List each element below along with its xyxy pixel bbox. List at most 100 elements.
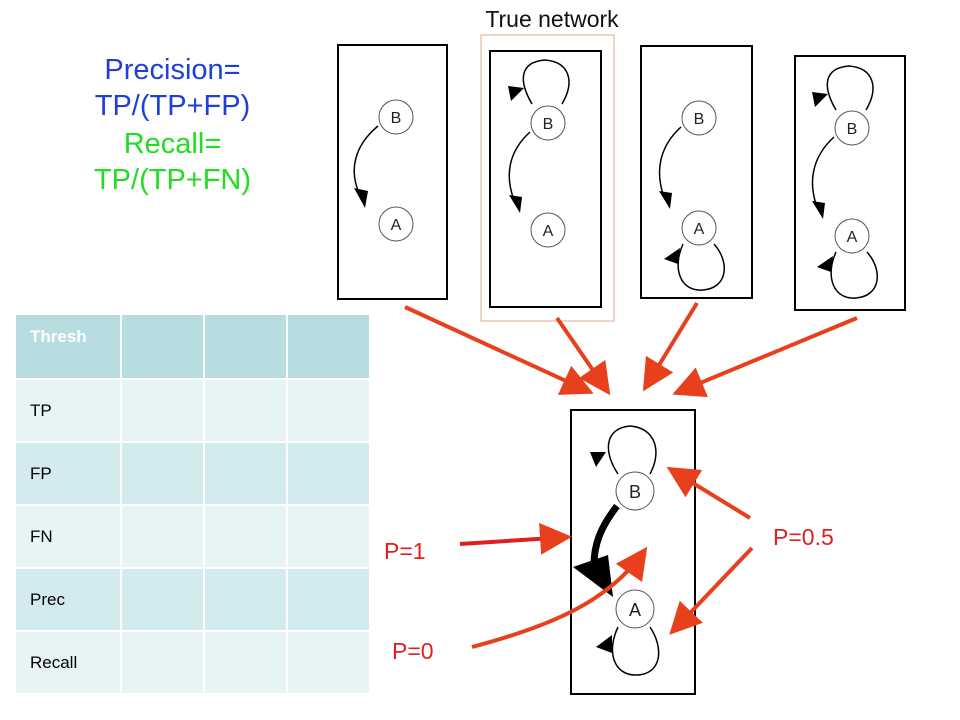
- node-b-label: B: [847, 121, 858, 138]
- table-cell: [203, 630, 288, 695]
- network-box: [570, 409, 696, 695]
- table-cell: [120, 378, 205, 443]
- edge-arrowhead: [659, 191, 672, 209]
- node-b: [530, 105, 566, 141]
- header-thresh: Thresh: [14, 313, 122, 380]
- self-loop-arrowhead: [508, 86, 524, 101]
- table-cell: [203, 378, 288, 443]
- table-cell: [286, 313, 371, 380]
- table-row: FP: [14, 441, 371, 506]
- arrow-p1: [459, 522, 572, 555]
- self-loop-b: [826, 65, 874, 111]
- table-cell: [286, 567, 371, 632]
- edge-b-a: [508, 131, 531, 201]
- node-a: [615, 589, 655, 629]
- edge-b-a: [353, 125, 379, 196]
- node-b: [834, 110, 870, 146]
- red-arrows: [404, 301, 858, 649]
- network-1: B A: [337, 44, 448, 300]
- network-3: B A: [640, 45, 753, 299]
- node-b-label: B: [694, 111, 705, 128]
- table-cell: [120, 630, 205, 695]
- table-row: Prec: [14, 567, 371, 632]
- recall-line-2: TP/(TP+FN): [93, 164, 252, 196]
- node-b-label: B: [543, 116, 554, 133]
- table-cell: [286, 504, 371, 569]
- recall-line-1: Recall=: [123, 128, 222, 160]
- arrow-net2-to-consensus: [555, 316, 611, 396]
- node-a-label: A: [629, 600, 641, 620]
- self-loop-arrowhead: [596, 635, 612, 653]
- edge-arrowhead: [812, 201, 825, 219]
- precision-formula: Precision= TP/(TP+FP): [60, 52, 285, 124]
- row-label-tp: TP: [14, 378, 122, 443]
- self-loop-arrowhead: [590, 452, 606, 467]
- arrow-p05-to-b: [666, 466, 752, 520]
- network-4: B A: [794, 55, 906, 311]
- row-label-fp: FP: [14, 441, 122, 506]
- network-box: [640, 45, 753, 299]
- self-loop-a: [611, 626, 660, 676]
- edge-b-a: [658, 126, 682, 198]
- table-cell: [286, 441, 371, 506]
- table-cell: [286, 378, 371, 443]
- node-a: [681, 210, 717, 246]
- node-a: [834, 218, 870, 254]
- p1-label: P=1: [384, 538, 426, 564]
- node-b: [378, 99, 414, 135]
- consensus-network: B A: [570, 409, 696, 695]
- node-b: [615, 471, 655, 511]
- row-label-fn: FN: [14, 504, 122, 569]
- table-cell: [286, 630, 371, 695]
- network-box: [794, 55, 906, 311]
- node-a-label: A: [391, 217, 402, 234]
- edge-b-a: [811, 136, 835, 208]
- self-loop-arrowhead: [812, 92, 828, 107]
- node-a: [530, 212, 566, 248]
- arrow-p0: [471, 546, 648, 649]
- recall-formula: Recall= TP/(TP+FN): [60, 126, 285, 198]
- table-cell: [203, 441, 288, 506]
- table-cell: [120, 567, 205, 632]
- node-a: [378, 206, 414, 242]
- self-loop-arrowhead: [817, 256, 833, 272]
- table-cell: [120, 313, 205, 380]
- self-loop-a: [677, 243, 725, 291]
- arrow-p05-to-a: [669, 546, 754, 635]
- arrow-net3-to-consensus: [642, 301, 699, 392]
- precision-line-2: TP/(TP+FP): [94, 90, 251, 122]
- true-network-label: True network: [485, 6, 619, 32]
- row-label-recall: Recall: [14, 630, 122, 695]
- self-loop-b: [522, 59, 570, 105]
- arrow-net1-to-consensus: [404, 305, 594, 395]
- p0-label: P=0: [392, 638, 434, 664]
- p05-label: P=0.5: [773, 524, 834, 550]
- true-network-highlight: [480, 34, 615, 322]
- table-row: TP: [14, 378, 371, 443]
- table-cell: [203, 567, 288, 632]
- node-a-label: A: [694, 221, 705, 238]
- node-a-label: A: [847, 229, 858, 246]
- node-b-label: B: [629, 482, 641, 502]
- table-cell: [203, 313, 288, 380]
- network-2: B A: [489, 50, 602, 308]
- table-cell: [120, 441, 205, 506]
- edge-arrowhead: [354, 188, 368, 208]
- table-row: FN: [14, 504, 371, 569]
- edge-arrowhead: [509, 195, 522, 213]
- edge-b-a: [590, 503, 620, 566]
- network-box: [337, 44, 448, 300]
- table-row: Recall: [14, 630, 371, 695]
- self-loop-arrowhead: [664, 248, 680, 264]
- precision-line-1: Precision=: [104, 54, 241, 86]
- node-b: [681, 100, 717, 136]
- table-cell: [203, 504, 288, 569]
- table-header-row: Thresh: [14, 313, 371, 380]
- self-loop-b: [607, 425, 657, 475]
- table-cell: [120, 504, 205, 569]
- network-box: [489, 50, 602, 308]
- arrow-net4-to-consensus: [672, 316, 858, 398]
- node-b-label: B: [391, 110, 402, 127]
- row-label-prec: Prec: [14, 567, 122, 632]
